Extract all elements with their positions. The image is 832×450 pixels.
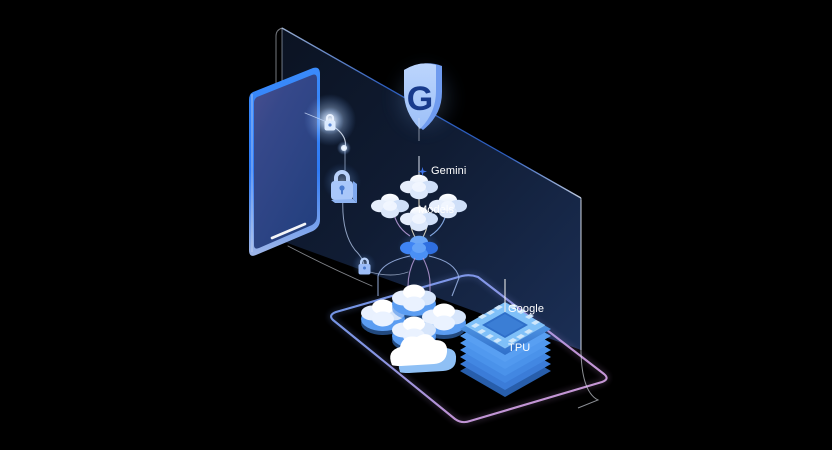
thread-right (577, 200, 600, 409)
gemini-models-label: Gemini Models (418, 139, 466, 243)
gemini-label-line2: Models (418, 204, 455, 216)
lock-icon-large (323, 163, 361, 203)
tpu-chip-stack (460, 302, 551, 397)
home-indicator (270, 222, 307, 240)
shield-letter: G (407, 80, 433, 118)
cloud-icon (390, 334, 457, 373)
gemini-label-line1: Gemini (431, 165, 467, 177)
tpu-label-line1: Google (508, 303, 545, 315)
mobile-device (249, 67, 320, 256)
lock-icon-small (352, 253, 376, 277)
google-tpu-label: Google TPU (508, 277, 544, 381)
hub-node (397, 231, 441, 263)
model-node-tree (371, 156, 467, 263)
lock-icon-glow (316, 107, 344, 135)
tpu-label-line2: TPU (508, 342, 531, 354)
gradient-base-plane (328, 272, 610, 426)
sparkle-icon (418, 167, 427, 176)
gemini-shield: G (388, 58, 460, 138)
